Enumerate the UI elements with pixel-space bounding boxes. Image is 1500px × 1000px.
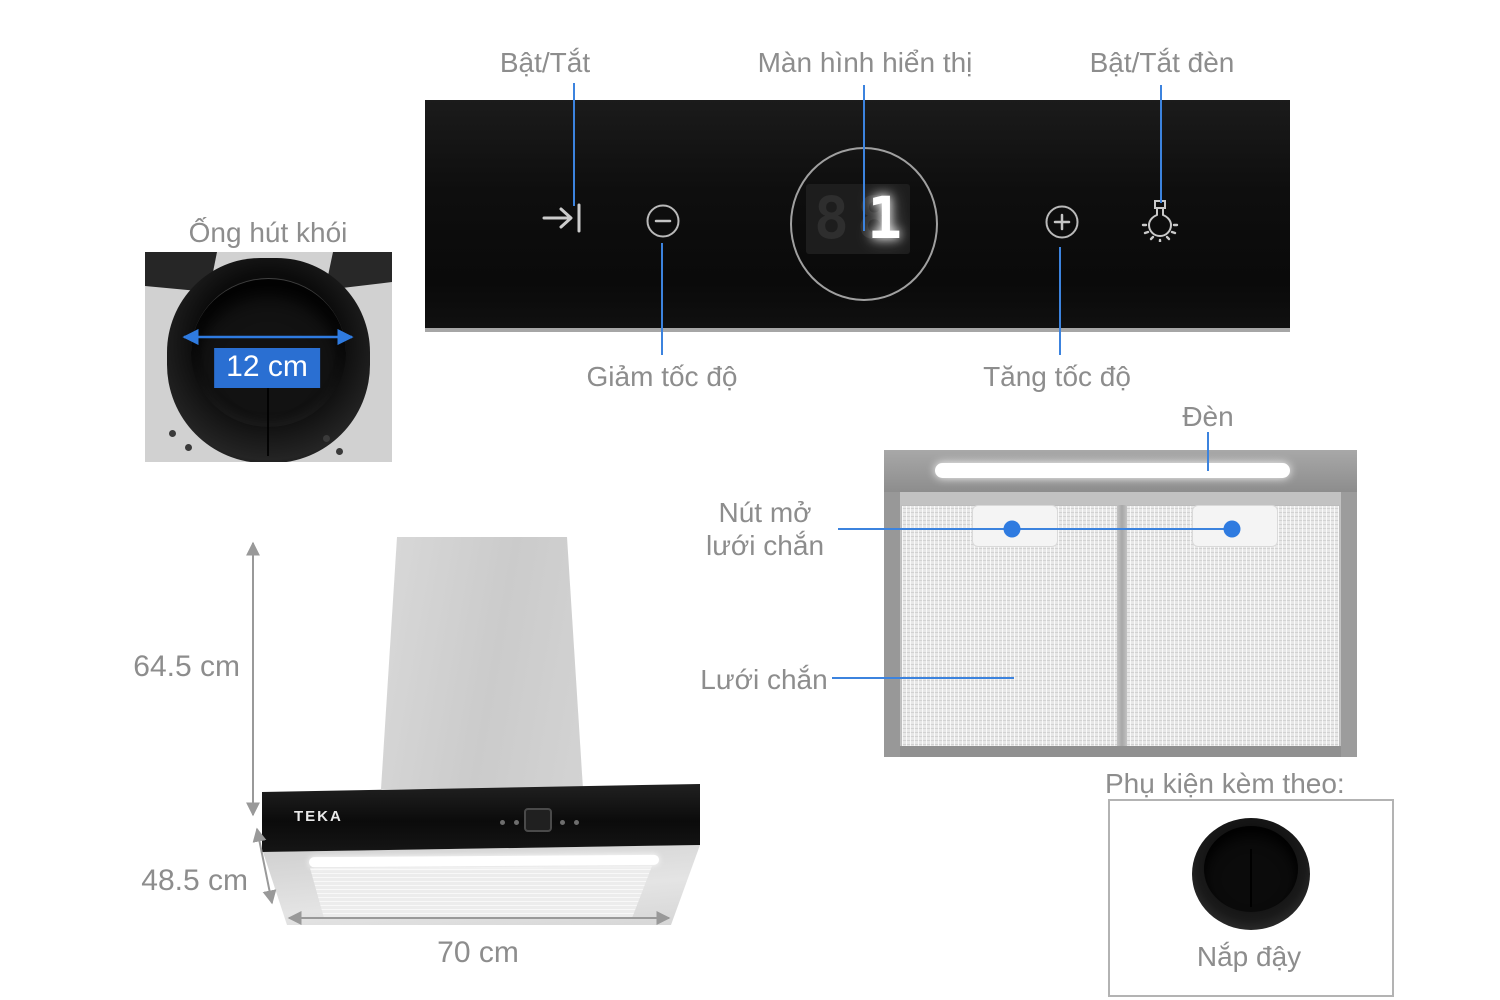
underside-image — [884, 450, 1357, 757]
screw-icon — [185, 444, 192, 451]
light-icon — [1141, 200, 1179, 242]
duct-diameter-badge: 12 cm — [214, 348, 320, 388]
plus-icon — [1045, 205, 1079, 239]
width-dimension-label: 70 cm — [437, 936, 519, 969]
latch-tab — [1192, 505, 1278, 547]
increase-speed-label: Tăng tốc độ — [983, 361, 1131, 392]
screw-icon — [323, 435, 330, 442]
minus-icon — [646, 204, 680, 238]
brand-logo: TEKA — [294, 808, 343, 825]
filter-button-label-line2: lưới chắn — [705, 530, 825, 561]
filter-button-label: Nút mở lưới chắn — [690, 496, 840, 562]
underside-left-edge — [884, 492, 900, 757]
touch-dot-icon — [500, 820, 505, 825]
accessories-title: Phụ kiện kèm theo: — [1105, 768, 1345, 799]
hood-mini-display — [524, 808, 552, 832]
duct-title: Ống hút khói — [188, 217, 348, 248]
decrease-speed-label: Giảm tốc độ — [586, 361, 738, 392]
chimney — [381, 537, 583, 789]
light-label: Bật/Tắt đèn — [1089, 47, 1235, 78]
hood-front-panel: TEKA — [262, 784, 700, 852]
display-value: 1 — [867, 184, 902, 252]
accessory-box — [1108, 799, 1394, 997]
touch-dot-icon — [574, 820, 579, 825]
touch-dot-icon — [560, 820, 565, 825]
latch-tab — [972, 505, 1058, 547]
depth-dimension-label: 48.5 cm — [141, 864, 248, 897]
underside-bottom-edge — [900, 746, 1341, 757]
display-ghost-digits: 88 — [814, 184, 900, 252]
led-strip — [935, 463, 1290, 478]
underside-right-edge — [1341, 492, 1357, 757]
display-label: Màn hình hiển thị — [757, 47, 973, 78]
power-label: Bật/Tắt — [499, 47, 591, 78]
filter-divider — [1117, 505, 1127, 748]
hood-underside-mesh — [310, 866, 652, 918]
filter-label: Lưới chắn — [700, 664, 828, 695]
height-dimension-label: 64.5 cm — [133, 650, 240, 683]
touch-dot-icon — [514, 820, 519, 825]
filter-button-label-line1: Nút mở — [718, 497, 812, 528]
cap-seam — [1250, 849, 1252, 907]
screw-icon — [336, 448, 343, 455]
screw-icon — [169, 430, 176, 437]
cap-label: Nắp đậy — [1196, 941, 1302, 972]
lamp-label: Đèn — [1182, 401, 1234, 432]
duct-pipe-seam — [267, 352, 269, 456]
display-screen: 88 1 — [806, 184, 910, 254]
power-icon — [542, 203, 581, 233]
